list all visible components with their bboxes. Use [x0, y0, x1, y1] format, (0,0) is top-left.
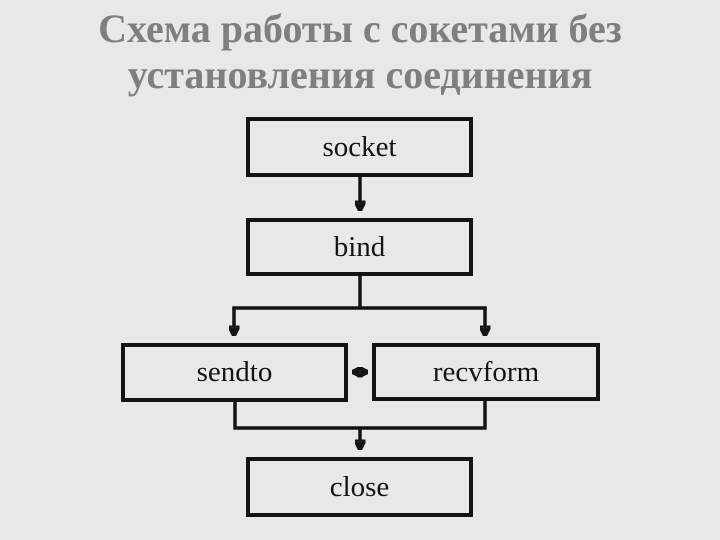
flow-node-sendto: sendto — [121, 343, 348, 402]
flow-node-bind: bind — [246, 218, 473, 276]
node-label-recvform: recvform — [432, 355, 540, 388]
node-label-close: close — [329, 470, 390, 503]
node-label-sendto: sendto — [196, 356, 273, 388]
flow-node-recvform: recvform — [372, 343, 600, 401]
flow-node-socket: socket — [246, 117, 473, 177]
slide-title: Схема работы с сокетами без установления… — [0, 6, 720, 98]
connector-bind-branch — [232, 274, 487, 310]
connector-merge — [233, 400, 487, 430]
slide-title-line-2: установления соединения — [127, 52, 593, 97]
node-label-socket: socket — [322, 130, 397, 163]
node-label-bind: bind — [333, 230, 386, 263]
slide-title-line-1: Схема работы с сокетами без — [98, 6, 622, 51]
flow-node-close: close — [246, 457, 473, 517]
